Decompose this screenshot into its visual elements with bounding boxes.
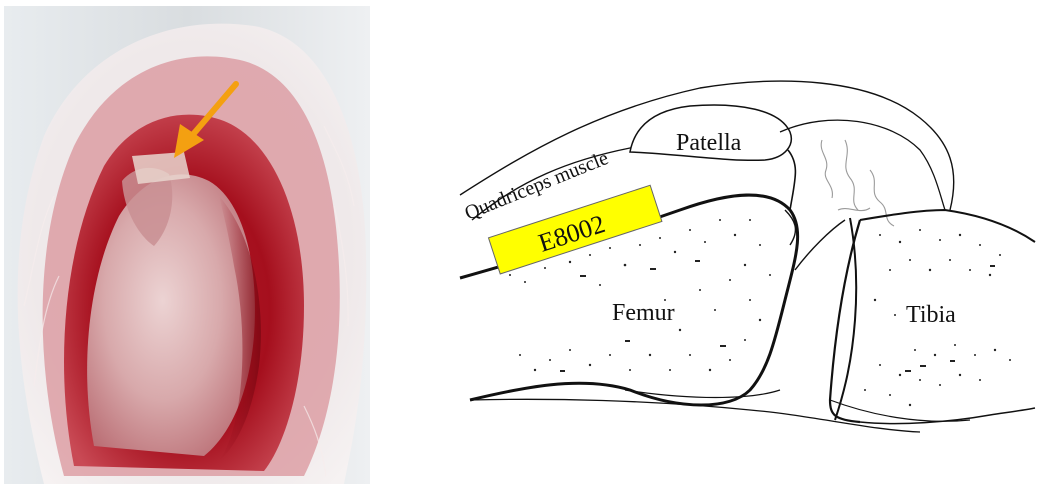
patella-label: Patella	[676, 130, 742, 156]
knee-diagram-drawing: Quadriceps muscle Patella E8002 Femur Ti…	[450, 70, 1038, 448]
femur-label: Femur	[612, 300, 675, 326]
surgical-photo-drawing	[4, 6, 370, 484]
fat-pad-squiggles	[821, 140, 894, 226]
tibia-label: Tibia	[906, 302, 956, 328]
knee-diagram: Quadriceps muscle Patella E8002 Femur Ti…	[450, 70, 1038, 448]
surgical-photo	[4, 6, 370, 484]
